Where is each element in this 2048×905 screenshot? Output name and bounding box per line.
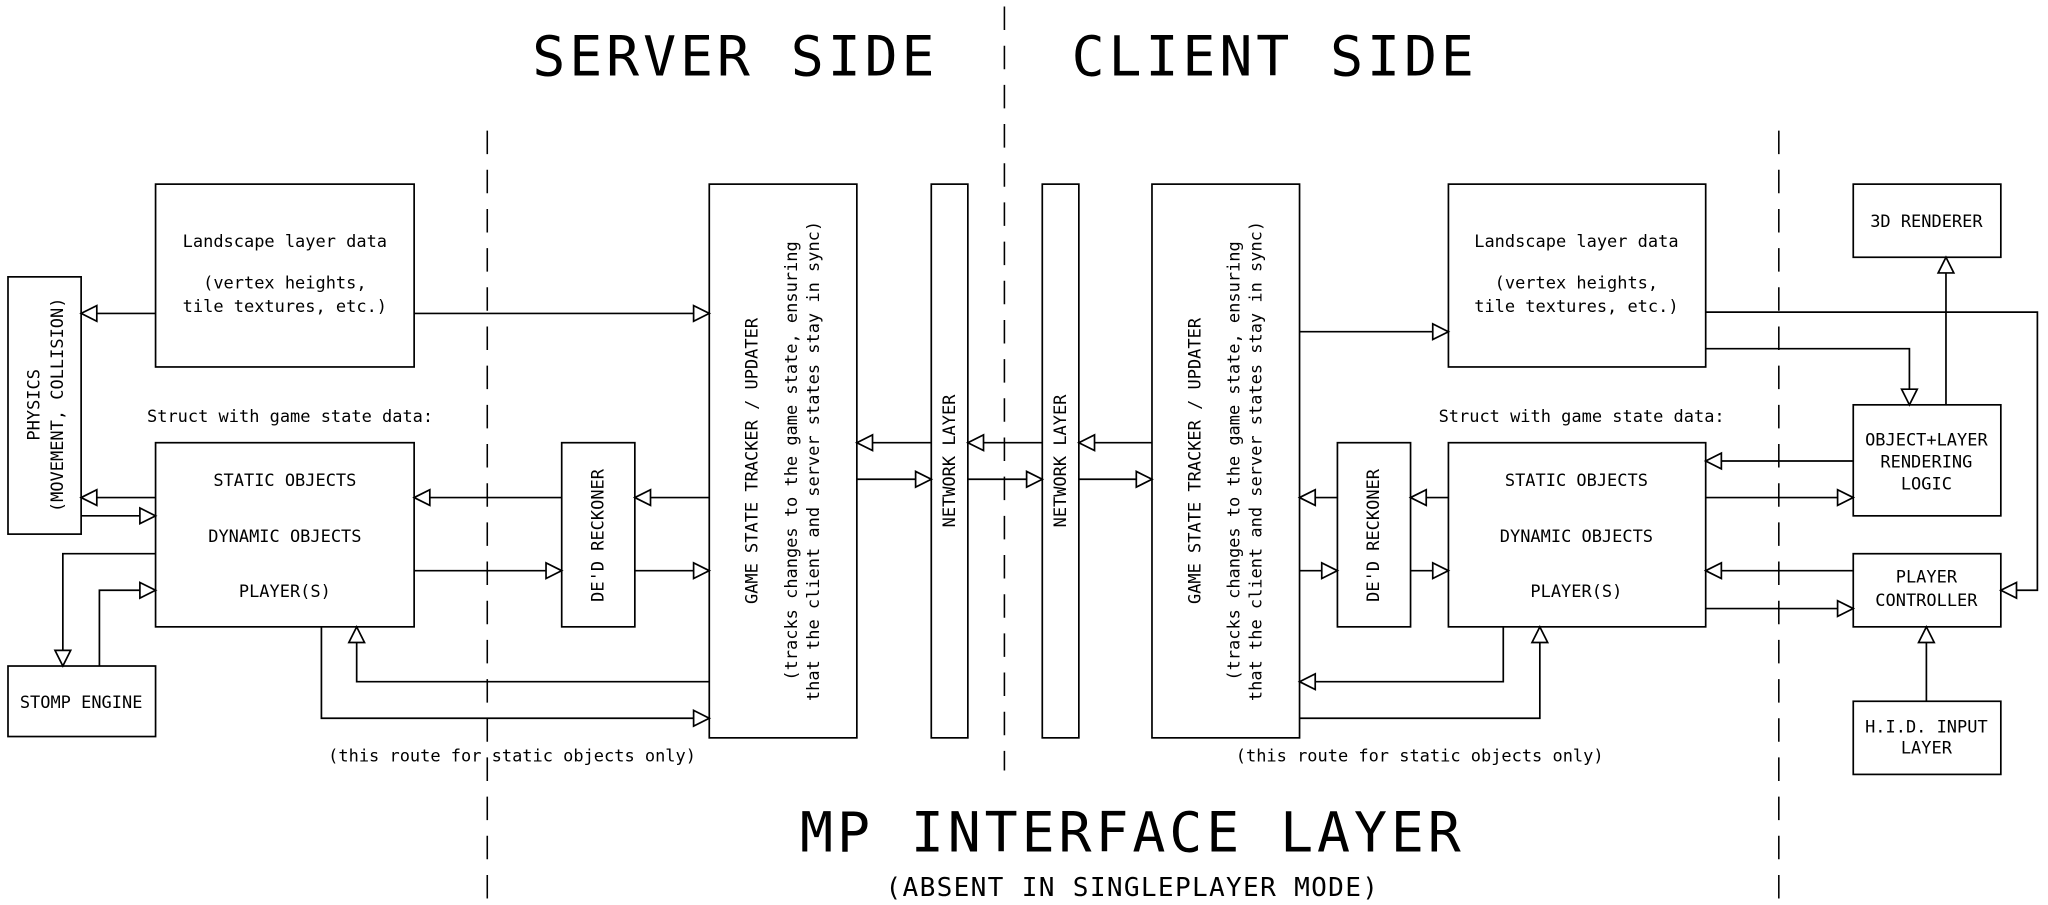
client-struct-box: STATIC OBJECTS DYNAMIC OBJECTS PLAYER(S) [1447,441,1707,628]
mp-interface-note: (ABSENT IN SINGLEPLAYER MODE) [886,873,1380,903]
client-network-layer-label: NETWORK LAYER [1051,394,1071,528]
hid-input-label-2: LAYER [1901,739,1953,759]
render-logic-label-3: LOGIC [1901,475,1952,495]
player-controller-box: PLAYER CONTROLLER [1852,552,2002,628]
client-tracker-detail-2: that the client and server states stay i… [1247,221,1267,701]
stomp-engine-box: STOMP ENGINE [7,665,157,738]
player-controller-label-2: CONTROLLER [1875,591,1978,611]
client-network-layer-box: NETWORK LAYER [1041,183,1080,739]
client-dead-reckoner-label: DE'D RECKONER [1364,468,1384,602]
network-link-connectors [966,434,1044,488]
client-players: PLAYER(S) [1530,582,1622,602]
client-dynamic-objects: DYNAMIC OBJECTS [1500,527,1653,547]
server-network-layer-box: NETWORK LAYER [930,183,969,739]
server-struct-box: STATIC OBJECTS DYNAMIC OBJECTS PLAYER(S) [154,441,415,628]
server-struct-label: Struct with game state data: [147,407,433,427]
server-landscape-title: Landscape layer data [183,232,387,252]
render-logic-label-1: OBJECT+LAYER [1865,430,1988,450]
client-tracker-detail-1: (tracks changes to the game state, ensur… [1224,241,1244,680]
renderer-label: 3D RENDERER [1870,212,1983,232]
render-logic-label-2: RENDERING [1880,453,1972,473]
player-controller-label-1: PLAYER [1896,567,1958,587]
client-landscape-detail-1: (vertex heights, [1495,274,1658,294]
hid-input-box: H.I.D. INPUT LAYER [1852,700,2002,776]
client-connectors [1077,256,2039,720]
physics-label-2: (MOVEMENT, COLLISION) [48,298,68,513]
physics-label-1: PHYSICS [24,369,44,441]
server-dynamic-objects: DYNAMIC OBJECTS [208,527,361,547]
server-static-objects: STATIC OBJECTS [213,471,356,491]
physics-box: PHYSICS (MOVEMENT, COLLISION) [7,276,82,535]
server-tracker-title: GAME STATE TRACKER / UPDATER [743,317,763,604]
server-tracker-detail-1: (tracks changes to the game state, ensur… [782,241,802,680]
server-landscape-detail-1: (vertex heights, [203,274,366,294]
server-dead-reckoner-box: DE'D RECKONER [560,441,636,628]
server-players: PLAYER(S) [239,582,331,602]
server-route-note: (this route for static objects only) [328,746,696,766]
client-struct-label: Struct with game state data: [1439,407,1725,427]
client-landscape-title: Landscape layer data [1474,232,1678,252]
render-logic-box: OBJECT+LAYER RENDERING LOGIC [1852,403,2002,517]
client-landscape-box: Landscape layer data (vertex heights, ti… [1447,183,1707,368]
client-route-note: (this route for static objects only) [1236,746,1604,766]
server-tracker-detail-2: that the client and server states stay i… [804,221,824,701]
server-tracker-box: GAME STATE TRACKER / UPDATER (tracks cha… [708,183,858,739]
server-landscape-box: Landscape layer data (vertex heights, ti… [154,183,415,368]
server-side-title: SERVER SIDE [532,25,938,89]
client-static-objects: STATIC OBJECTS [1505,471,1648,491]
server-landscape-detail-2: tile textures, etc.) [183,297,387,317]
client-tracker-title: GAME STATE TRACKER / UPDATER [1185,317,1205,604]
server-network-layer-label: NETWORK LAYER [940,394,960,528]
server-connectors [54,304,933,727]
mp-interface-title: MP INTERFACE LAYER [800,800,1465,864]
client-dead-reckoner-box: DE'D RECKONER [1336,441,1412,628]
renderer-box: 3D RENDERER [1852,183,2002,259]
client-side-title: CLIENT SIDE [1072,25,1478,89]
hid-input-label-1: H.I.D. INPUT [1865,718,1988,738]
client-landscape-detail-2: tile textures, etc.) [1474,297,1678,317]
stomp-engine-label: STOMP ENGINE [20,693,143,713]
client-tracker-box: GAME STATE TRACKER / UPDATER (tracks cha… [1151,183,1301,739]
server-dead-reckoner-label: DE'D RECKONER [588,468,608,602]
